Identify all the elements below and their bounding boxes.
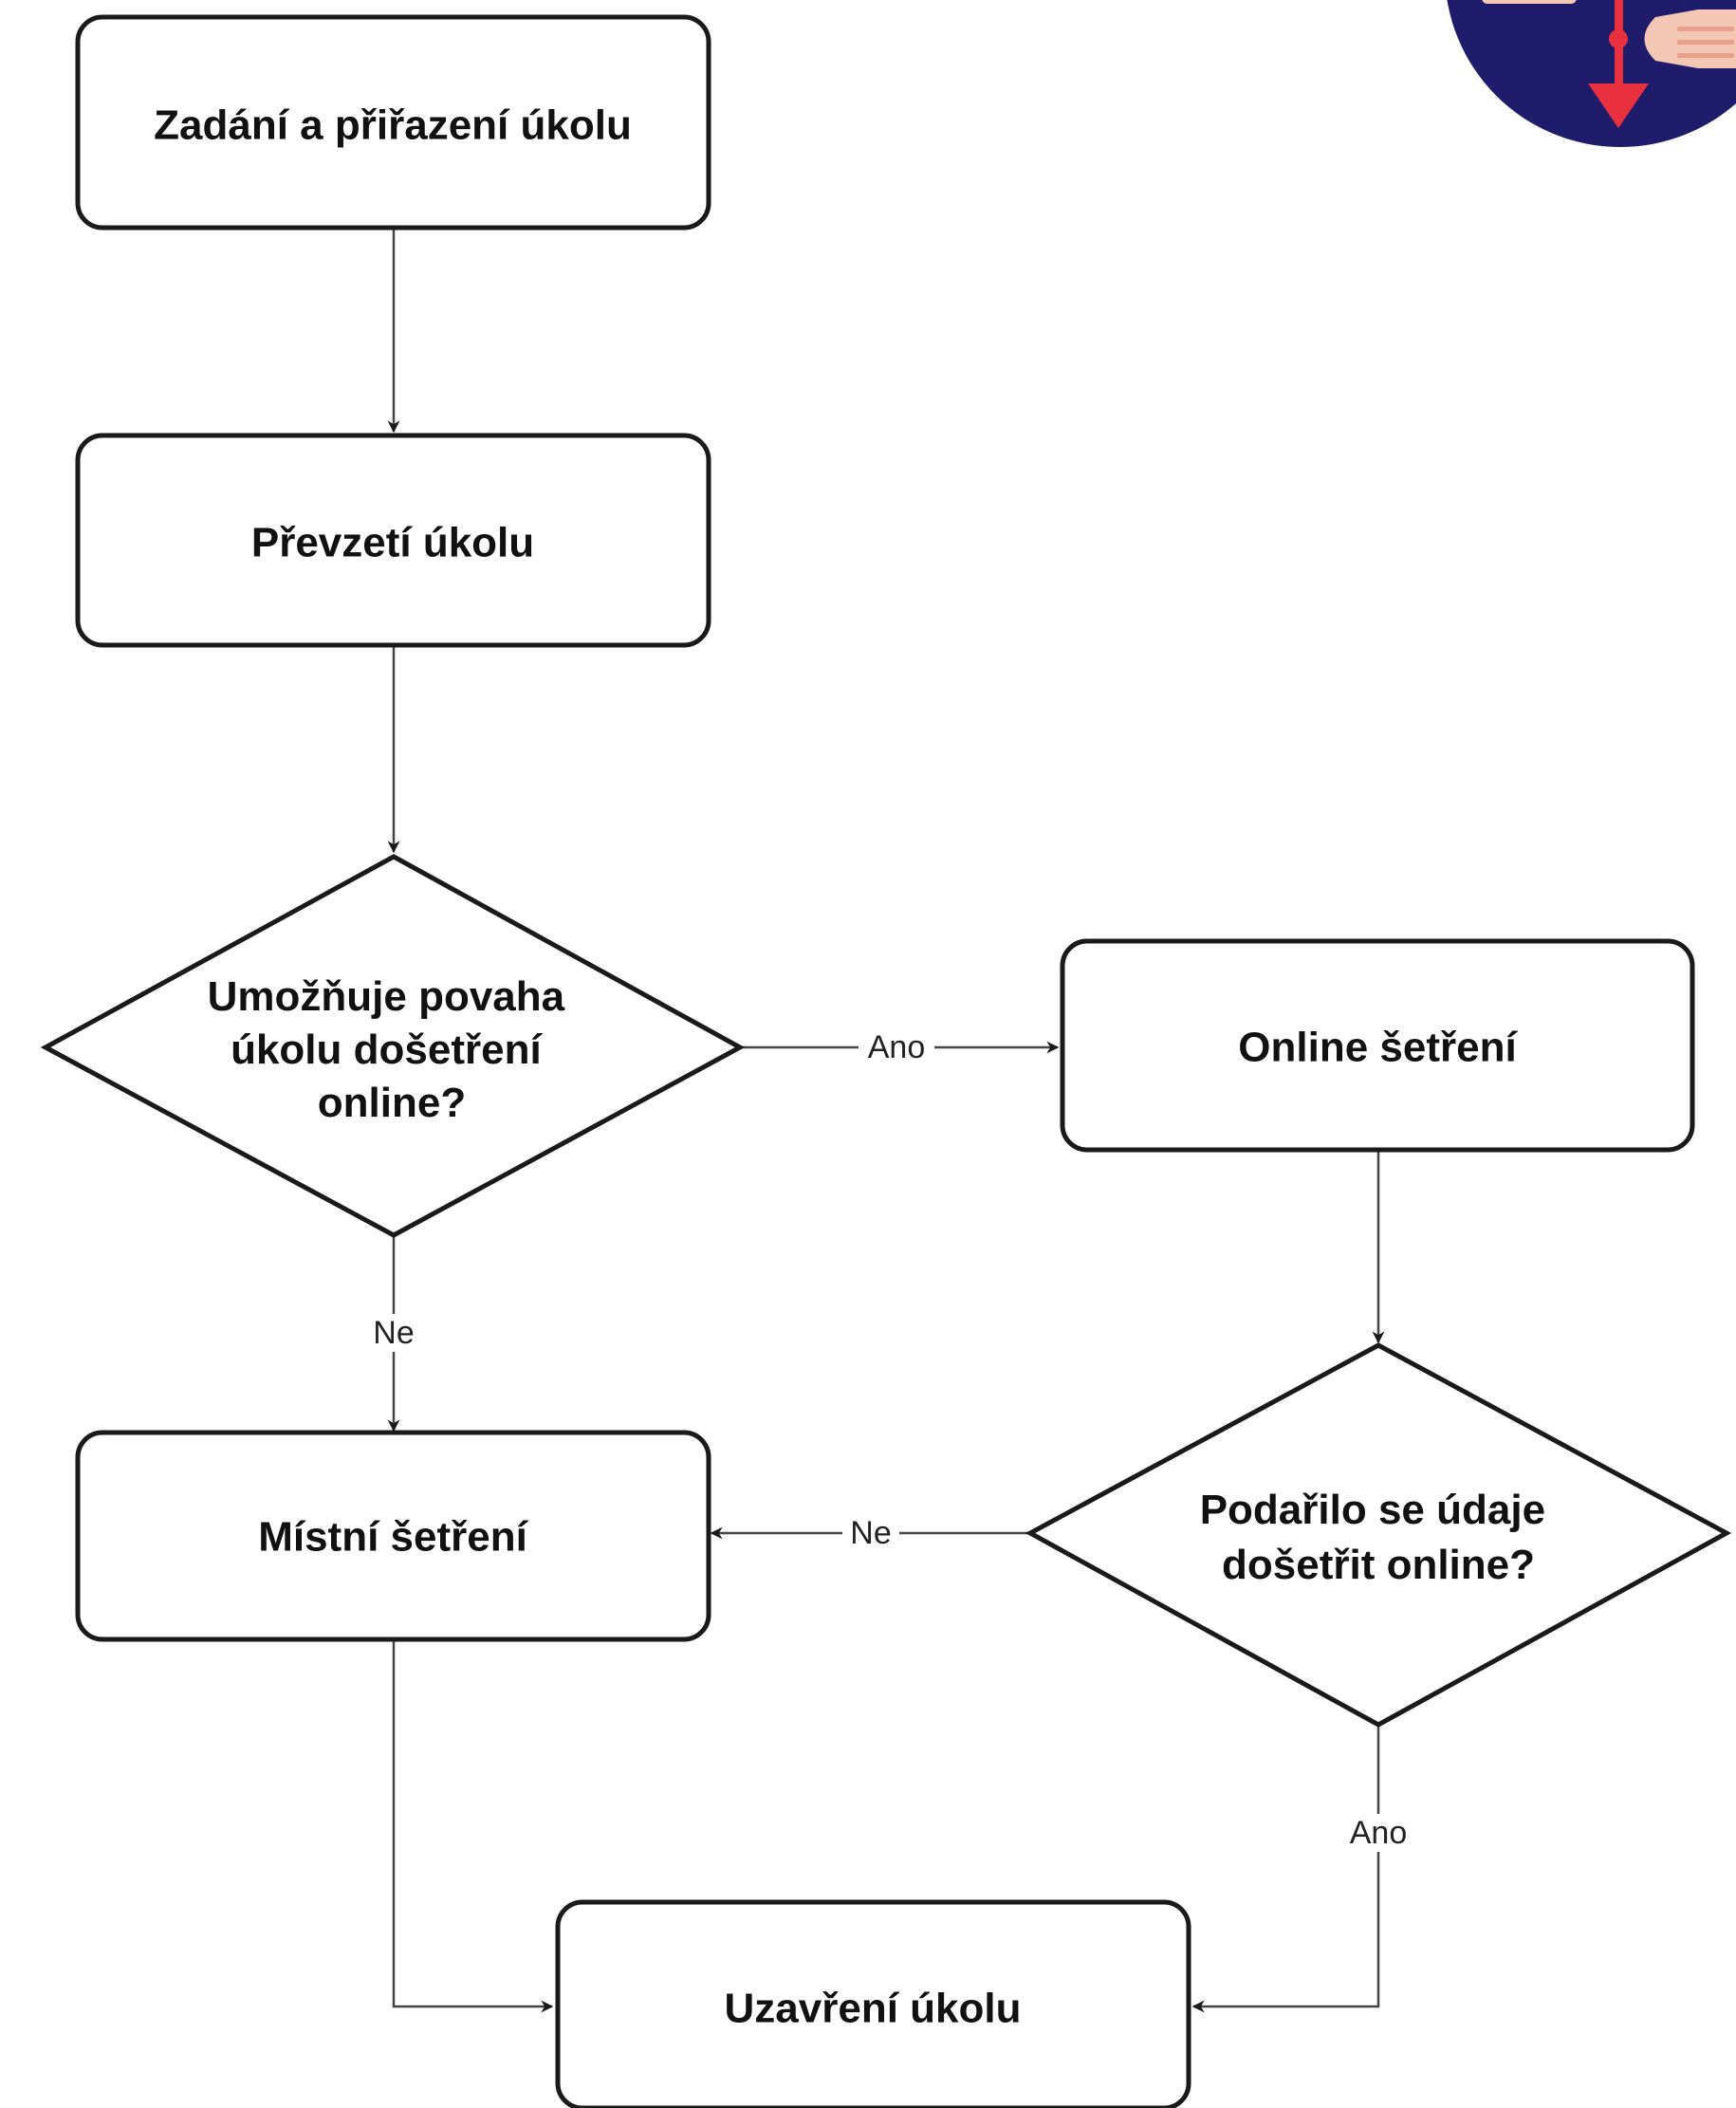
node-decision-success: Podařilo se údaje došetřit online? bbox=[1025, 1342, 1732, 1728]
svg-text:Podařilo se údaje došetř: Podařilo se údaje došetřit online? bbox=[1200, 1487, 1558, 1588]
node-online-investigation-label: Online šetření bbox=[1238, 1025, 1518, 1071]
node-online-investigation: Online šetření bbox=[1060, 938, 1695, 1153]
badge-right-card-icon bbox=[1644, 9, 1736, 68]
svg-text:Umožňuje povaha úkolu do: Umožňuje povaha úkolu došetření online? bbox=[208, 973, 577, 1126]
node-local-investigation-label: Místní šetření bbox=[258, 1514, 528, 1561]
edge-label-yes-success: Ano bbox=[1350, 1815, 1408, 1851]
decision-online-line-2: úkolu došetření bbox=[231, 1026, 543, 1073]
node-assign-task: Zadání a přiřazení úkolu bbox=[75, 14, 711, 231]
connector-local-to-close bbox=[392, 1639, 554, 2013]
node-assign-task-label: Zadání a přiřazení úkolu bbox=[154, 102, 632, 149]
node-decision-online: Umožňuje povaha úkolu došetření online? bbox=[40, 854, 746, 1238]
badge-down-arrow-icon bbox=[1588, 0, 1649, 128]
edge-label-yes-online: Ano bbox=[868, 1029, 926, 1065]
node-local-investigation: Místní šetření bbox=[75, 1430, 711, 1642]
edge-label-no-success: Ne bbox=[850, 1515, 891, 1551]
decision-success-line-2: došetřit online? bbox=[1222, 1542, 1535, 1588]
decision-online-line-3: online? bbox=[318, 1080, 466, 1126]
badge-left-card-icon bbox=[1482, 0, 1577, 4]
node-takeover-task-label: Převzetí úkolu bbox=[251, 520, 534, 566]
edge-label-no-local: Ne bbox=[373, 1315, 414, 1351]
connector-decision2-to-close bbox=[1191, 1725, 1380, 2013]
node-takeover-task: Převzetí úkolu bbox=[75, 433, 711, 648]
logo-badge-icon bbox=[1447, 0, 1736, 147]
node-close-task-label: Uzavření úkolu bbox=[725, 1986, 1022, 2032]
decision-success-line-1: Podařilo se údaje bbox=[1200, 1487, 1545, 1533]
decision-online-line-1: Umožňuje povaha bbox=[208, 973, 565, 1020]
node-close-task: Uzavření úkolu bbox=[555, 1899, 1191, 2108]
